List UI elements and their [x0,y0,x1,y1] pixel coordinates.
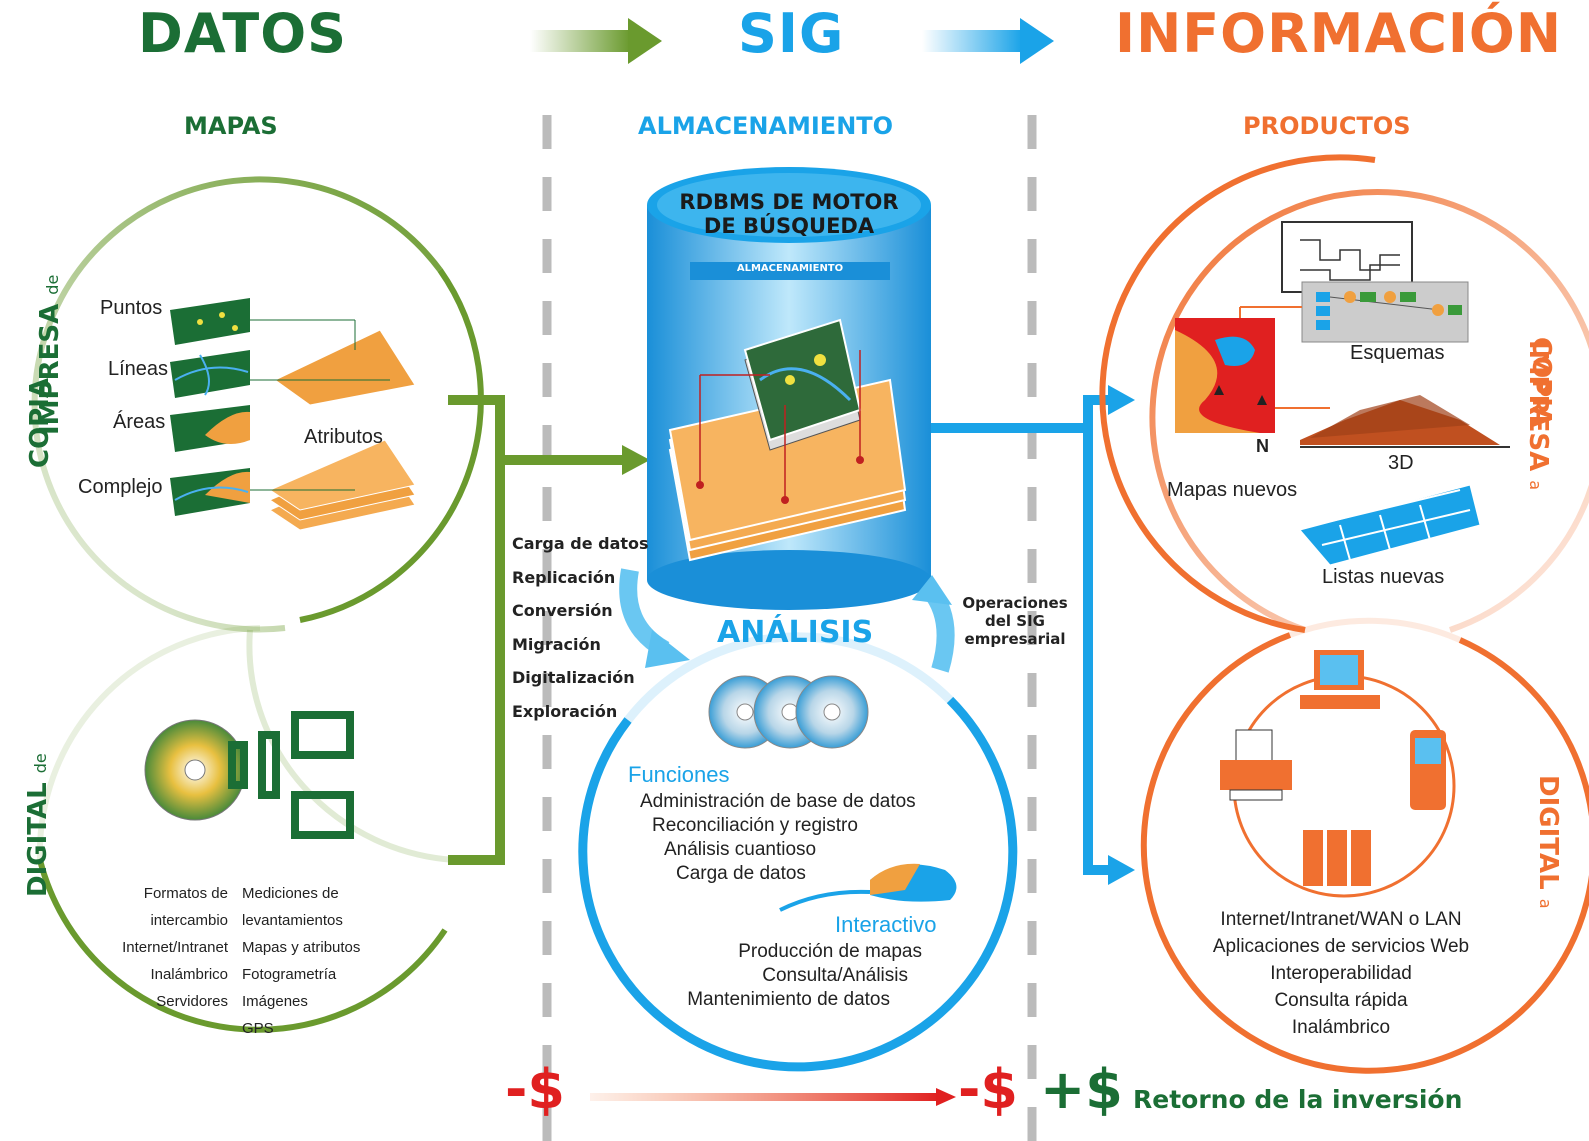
map-item-complejo: Complejo [78,476,163,498]
listas-nuevas-label: Listas nuevas [1322,566,1445,588]
digital-left-label: DIGITAL de [23,753,53,897]
cost-end: -$ [958,1058,1018,1121]
analisis-title: ANÁLISIS [717,615,874,650]
funciones-list: Administración de base de datos Reconcil… [640,790,916,886]
listas-nuevas-graphic [1299,484,1481,566]
mapas-nuevos-graphic [1175,318,1275,433]
load-op-item: Digitalización [512,668,635,688]
load-op-item: Migración [512,634,601,654]
load-op-item: Replicación [512,567,616,587]
3d-graphic [1300,395,1510,448]
map-item-areas: Áreas [113,411,166,433]
funciones-item: Análisis cuantioso [664,839,817,860]
digital-right-item: Interoperabilidad [1270,963,1412,984]
map-item-lineas: Líneas [108,358,169,380]
copia-de: de [43,274,62,295]
map-stack-graphic [668,318,907,562]
digital-right-item: Internet/Intranet/WAN o LAN [1220,909,1462,930]
esquemas-label: Esquemas [1350,342,1445,364]
ops-label-line: empresarial [964,630,1066,648]
interactivo-item: Consulta/Análisis [762,965,908,986]
mouse-graphic [779,863,957,912]
complejo-graphic [170,468,250,516]
funciones-item: Reconciliación y registro [652,815,858,836]
digital-col1-item: Inalámbrico [150,966,228,983]
atributos-label: Atributos [304,426,383,448]
ops-label: Operaciones del SIG empresarial [960,594,1070,648]
load-op-item: Exploración [512,701,618,721]
impresa-word: IMPRESA [35,303,65,435]
almacenamiento-heading: ALMACENAMIENTO [638,112,894,140]
digital-right-item: Inalámbrico [1291,1017,1391,1038]
esquemas-graphic [1281,221,1469,343]
digital-col2-item: Mapas y atributos [242,939,361,956]
interactivo-title: Interactivo [835,912,937,937]
digital-right-item: Consulta rápida [1274,990,1408,1011]
funciones-item: Administración de base de datos [640,791,916,812]
impresa-word-right: IMPRESA [1523,340,1553,472]
impresa-suffix: a [1526,480,1545,491]
digital-col2-item: Mediciones de levantamientos [242,885,343,929]
productos-heading: PRODUCTOS [1243,112,1411,140]
mapas-nuevos-label: Mapas nuevos [1167,479,1298,501]
cost-start: -$ [505,1058,565,1121]
db-title-line2: DE BÚSQUEDA [703,214,875,238]
informacion-title: INFORMACIÓN [1115,2,1563,65]
interactivo-list: Producción de mapas Consulta/Análisis Ma… [680,940,922,1012]
digital-col1-item: Internet/Intranet [122,939,228,956]
roi-label: Retorno de la inversión [1133,1085,1463,1114]
atributos-graphic [250,319,416,531]
digital-col2-item: Imágenes [242,993,308,1010]
digital-col2-item: GPS [242,1020,274,1037]
impresa-label: IMPRESA de [35,275,65,435]
load-op-item: Conversión [512,601,613,621]
ops-label-line: Operaciones [962,594,1068,612]
digital-word-left: DIGITAL [23,782,53,897]
servers-graphic [1303,830,1371,886]
db-title: RDBMS DE MOTOR DE BÚSQUEDA [660,190,918,238]
ops-label-line: del SIG [985,612,1045,630]
puntos-graphic [170,298,250,345]
digital-col1-item: Servidores [156,993,228,1010]
computer-graphic [1300,650,1380,709]
sig-title: SIG [738,2,845,65]
areas-graphic [170,405,250,452]
gain: +$ [1040,1058,1123,1121]
funciones-title: Funciones [628,762,730,787]
load-ops-list: Carga de datos Replicación Conversión Mi… [512,527,649,729]
impresa-right-label: IMPRESA a [1523,340,1553,490]
digital-suffix: a [1536,898,1555,909]
printer-graphic [1220,729,1292,801]
interactivo-item: Mantenimiento de datos [687,989,890,1010]
digital-right-label: DIGITAL a [1533,775,1563,915]
lineas-graphic [170,350,250,398]
digital-word-right: DIGITAL [1533,775,1563,890]
digital-de: de [31,753,50,774]
phone-graphic [1410,730,1446,810]
interactivo-item: Producción de mapas [738,941,922,962]
digital-right-item: Aplicaciones de servicios Web [1212,936,1470,957]
cd-stack-graphic [708,675,869,749]
3d-label: 3D [1388,452,1414,474]
datos-title: DATOS [138,2,348,65]
digital-col1: Formatos de intercambio Internet/Intrane… [78,880,228,1015]
data-blocks-graphic [228,711,354,839]
db-title-line1: RDBMS DE MOTOR [679,190,899,214]
digital-right-list: Internet/Intranet/WAN o LAN Aplicaciones… [1196,906,1486,1041]
digital-col1-item: Formatos de intercambio [143,885,228,929]
db-band-label: ALMACENAMIENTO [736,263,844,274]
mapas-heading: MAPAS [184,112,278,140]
load-op-item: Carga de datos [512,534,649,553]
digital-col2: Mediciones de levantamientos Mapas y atr… [242,880,442,1042]
map-item-puntos: Puntos [100,297,163,319]
digital-col2-item: Fotogrametría [242,966,337,983]
north-arrow-label: N [1256,436,1269,456]
funciones-item: Carga de datos [676,863,806,884]
